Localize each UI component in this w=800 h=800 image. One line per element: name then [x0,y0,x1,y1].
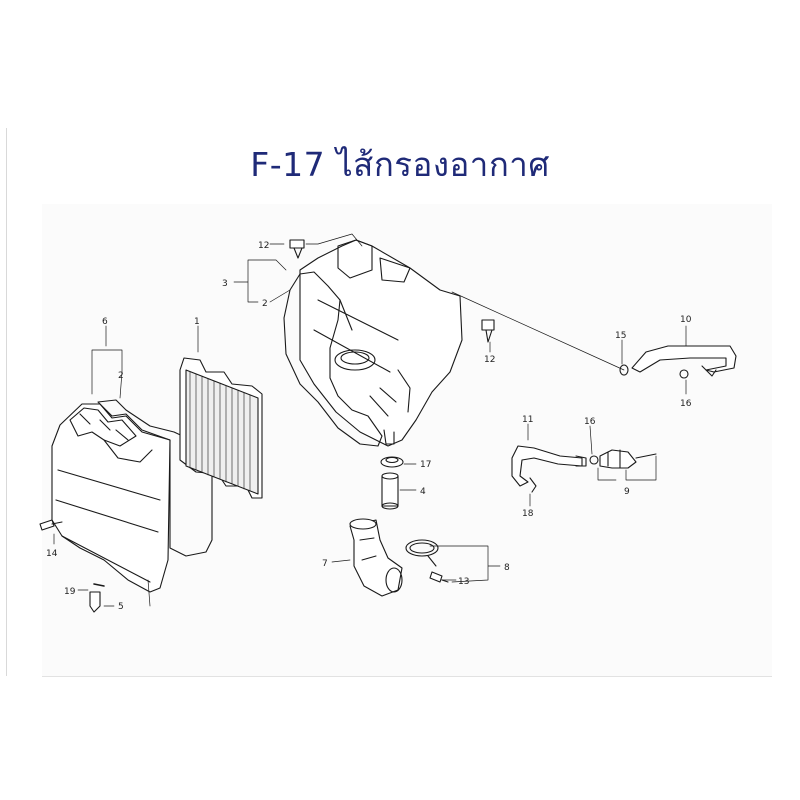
callout-5: 5 [118,602,124,612]
left-divider-line [6,128,7,676]
callout-14: 14 [46,549,58,559]
page-title: F-17 ไส้กรองอากาศ [250,145,550,184]
callout-10: 10 [680,315,692,325]
bolt-part-12-right [481,319,495,343]
check-valve-part-9 [599,449,657,469]
callout-12-right: 12 [484,355,495,365]
callout-19: 19 [64,587,76,597]
callout-2-cover: 2 [118,371,124,381]
cover-gasket-part-2 [97,399,213,557]
callout-16-upper: 16 [680,399,692,409]
callout-16-lower: 16 [584,417,596,427]
air-cleaner-case-part-3 [299,239,463,447]
callout-4: 4 [420,487,426,497]
callout-leader-lines [53,233,687,607]
callout-1: 1 [194,317,200,327]
panel-bottom-line [42,676,772,677]
bolt-part-14 [39,519,63,531]
callout-18: 18 [522,509,534,519]
callout-12-top: 12 [258,241,269,251]
clamp-part-17 [380,456,404,468]
clip-part-16-upper [679,369,689,379]
bolt-part-12-top [289,239,305,259]
callout-7: 7 [322,559,328,569]
callout-3: 3 [222,279,228,289]
clip-part-19 [93,583,105,587]
air-cleaner-cover-part-6 [51,403,171,593]
screw-part-13 [429,571,449,583]
callout-2-case: 2 [262,299,268,309]
clip-part-15 [619,364,629,376]
clip-part-16-lower [589,455,599,465]
callout-17: 17 [420,460,431,470]
callout-9: 9 [624,487,630,497]
drain-tube-part-4 [381,472,399,510]
drain-plug-part-5 [89,591,101,613]
band-part-8 [405,539,439,567]
callout-8: 8 [504,563,510,573]
callout-13: 13 [458,577,469,587]
callout-6: 6 [102,317,108,327]
drain-hose-part-11 [511,445,587,487]
callout-15: 15 [615,331,626,341]
connecting-tube-part-7 [349,518,403,597]
callout-numbers: 12 3 2 6 1 2 12 10 15 16 16 11 17 4 9 18… [46,241,692,612]
filter-element-part-1 [179,357,263,499]
breather-hose-part-10 [631,345,737,377]
case-gasket-part-2 [283,271,383,447]
callout-11: 11 [522,415,533,425]
clip-part-18 [529,477,537,493]
